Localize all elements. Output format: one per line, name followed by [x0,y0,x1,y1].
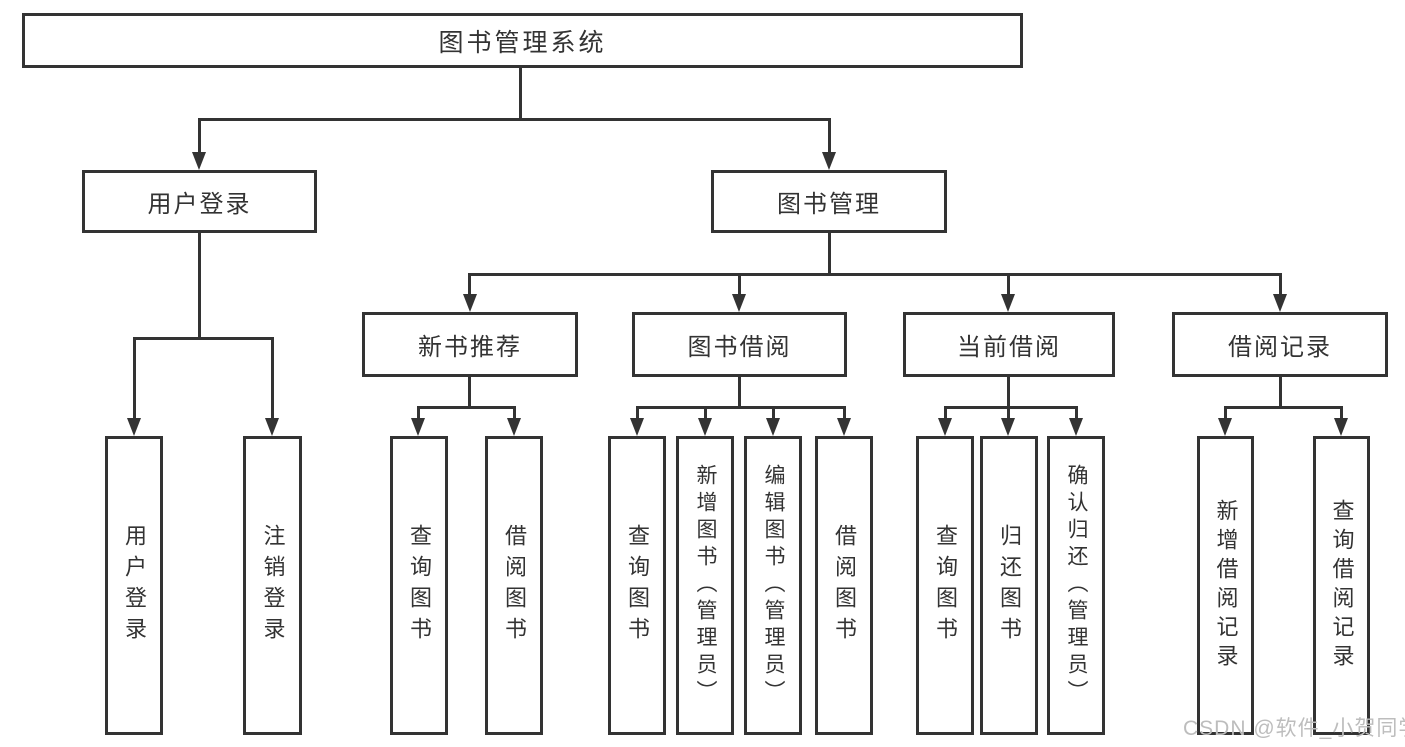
arrow-down-icon [1334,418,1348,436]
leaf-label: 查询图书 [407,523,432,648]
connector-level3-bus [468,273,1282,276]
node-current-borrow: 当前借阅 [903,312,1115,377]
arrow-down-icon [463,294,477,312]
node-label: 借阅记录 [1228,334,1332,361]
connector-drop-book-borrow [738,273,741,296]
connector-drop [513,406,516,420]
connector-drop-current-borrow [1007,273,1010,296]
leaf-label: 注销登录 [260,523,286,648]
leaf-user-login: 用户登录 [105,436,163,735]
arrow-down-icon [732,294,746,312]
arrow-down-icon [837,418,851,436]
connector-book-borrow-stem [738,377,741,409]
leaf-logout-login: 注销登录 [243,436,302,735]
arrow-down-icon [411,418,425,436]
connector-drop [1007,406,1010,420]
leaf-label: 查询借阅记录 [1329,498,1355,673]
arrow-down-icon [938,418,952,436]
connector-drop [417,406,420,420]
connector-borrow-record-stem [1279,377,1282,409]
connector-book-borrow-bus [636,406,846,409]
connector-user-login-stem [198,233,201,340]
arrow-down-icon [822,152,836,170]
leaf-label: 编辑图书（管理员） [762,464,785,707]
connector-drop [772,406,775,420]
connector-current-borrow-stem [1007,377,1010,409]
arrow-down-icon [1218,418,1232,436]
node-label: 用户登录 [147,191,252,218]
arrow-down-icon [766,418,780,436]
arrow-down-icon [1001,294,1015,312]
node-label: 新书推荐 [418,334,522,361]
leaf-current-confirm-return-admin: 确认归还（管理员） [1047,436,1105,735]
connector-drop-leaf-user-login [133,337,136,420]
leaf-borrow-query-books: 查询图书 [608,436,666,735]
leaf-label: 新增借阅记录 [1213,498,1239,673]
connector-drop [704,406,707,420]
connector-recommend-bus [417,406,516,409]
connector-drop [843,406,846,420]
node-label: 当前借阅 [957,334,1061,361]
arrow-down-icon [192,152,206,170]
connector-drop-borrow-record [1279,273,1282,296]
arrow-down-icon [630,418,644,436]
node-label: 图书管理 [777,191,881,218]
arrow-down-icon [265,418,279,436]
node-new-book-recommend: 新书推荐 [362,312,578,377]
leaf-recommend-borrow-books: 借阅图书 [485,436,543,735]
arrow-down-icon [127,418,141,436]
leaf-borrow-borrow-books: 借阅图书 [815,436,873,735]
connector-drop-user-login [198,118,201,154]
connector-recommend-stem [468,377,471,409]
connector-drop-book-management [828,118,831,154]
node-book-borrow: 图书借阅 [632,312,847,377]
connector-drop [1340,406,1343,420]
arrow-down-icon [1069,418,1083,436]
leaf-label: 用户登录 [122,523,147,648]
leaf-label: 借阅图书 [502,523,527,648]
node-label: 图书管理系统 [438,28,607,57]
leaf-label: 新增图书（管理员） [694,464,717,707]
arrow-down-icon [698,418,712,436]
leaf-label: 借阅图书 [832,523,857,648]
arrow-down-icon [1001,418,1015,436]
connector-drop-new-book-recommend [468,273,471,296]
arrow-down-icon [507,418,521,436]
leaf-label: 确认归还（管理员） [1065,464,1088,707]
node-user-login: 用户登录 [82,170,317,233]
leaf-label: 查询图书 [625,523,650,648]
connector-root-stem [519,67,522,119]
leaf-record-query-borrow-record: 查询借阅记录 [1313,436,1370,735]
leaf-record-add-borrow-record: 新增借阅记录 [1197,436,1254,735]
leaf-label: 归还图书 [997,523,1022,648]
connector-drop [636,406,639,420]
connector-drop [1075,406,1078,420]
leaf-borrow-add-books-admin: 新增图书（管理员） [676,436,734,735]
node-library-management-system: 图书管理系统 [22,13,1023,68]
leaf-label: 查询图书 [933,523,958,648]
connector-drop-leaf-logout [271,337,274,420]
leaf-current-return-books: 归还图书 [980,436,1038,735]
node-book-management: 图书管理 [711,170,947,233]
connector-drop [1224,406,1227,420]
leaf-current-query-books: 查询图书 [916,436,974,735]
connector-borrow-record-bus [1224,406,1343,409]
arrow-down-icon [1273,294,1287,312]
leaf-recommend-query-books: 查询图书 [390,436,448,735]
node-label: 图书借阅 [687,334,792,361]
connector-drop [944,406,947,420]
connector-user-login-bus [133,337,274,340]
connector-current-borrow-bus [944,406,1078,409]
node-borrow-record: 借阅记录 [1172,312,1388,377]
watermark: CSDN @软件_小贺同学 [1183,717,1405,740]
connector-root-bus [198,118,831,121]
connector-book-management-stem [828,233,831,276]
leaf-borrow-edit-books-admin: 编辑图书（管理员） [744,436,802,735]
